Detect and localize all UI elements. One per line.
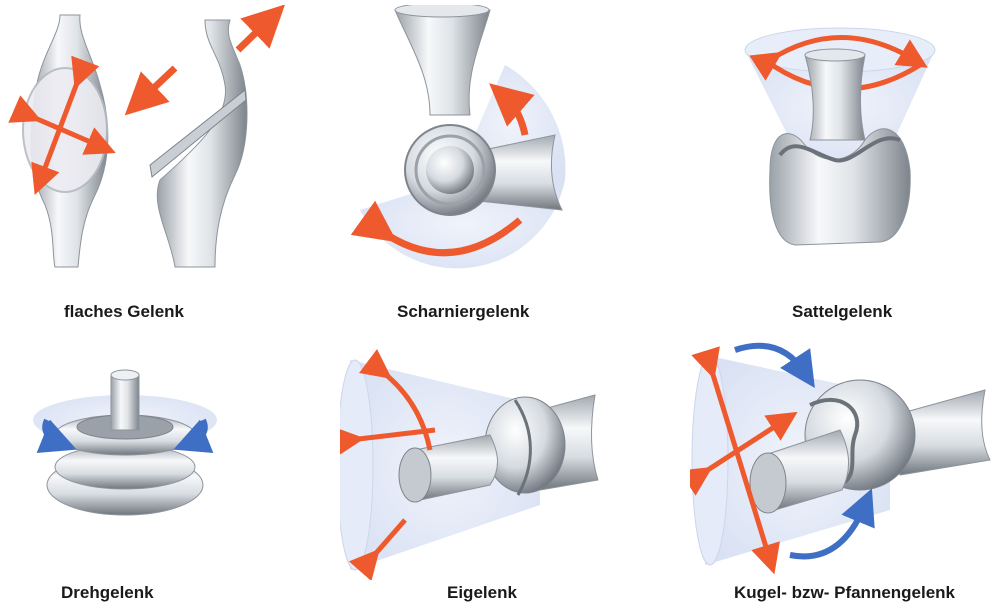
caption-scharniergelenk: Scharniergelenk [397,302,529,322]
scharniergelenk-illustration [340,5,570,275]
kugelgelenk-illustration [690,335,1000,575]
flaches-gelenk-illustration [0,5,290,275]
caption-drehgelenk: Drehgelenk [61,583,154,603]
caption-eigelenk: Eigelenk [447,583,517,603]
sattelgelenk-illustration [740,20,940,265]
caption-sattelgelenk: Sattelgelenk [792,302,892,322]
drehgelenk-illustration [25,355,225,525]
caption-flaches-gelenk: flaches Gelenk [64,302,184,322]
eigelenk-illustration [340,340,610,580]
caption-kugelgelenk: Kugel- bzw- Pfannengelenk [734,583,955,603]
